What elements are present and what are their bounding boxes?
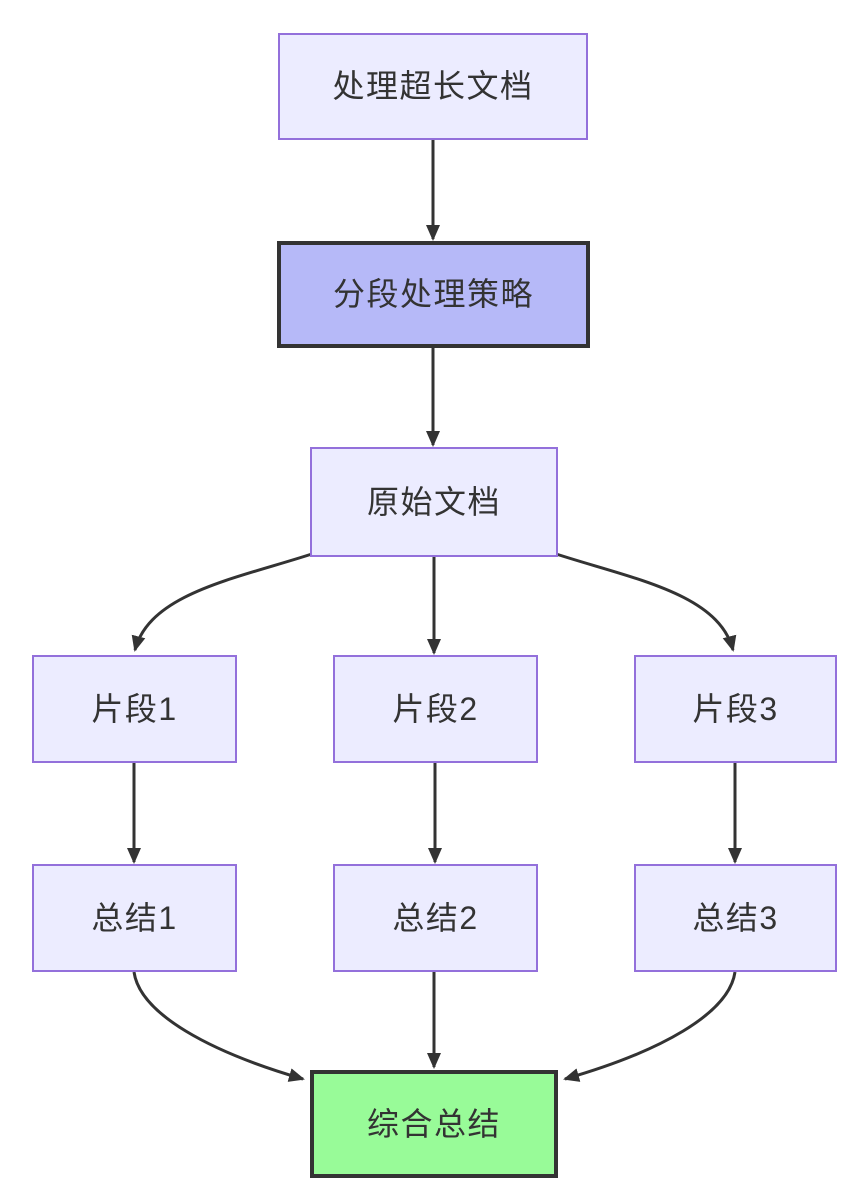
node-fragment-1: 片段1 — [32, 655, 237, 763]
node-process-long-document: 处理超长文档 — [278, 33, 588, 140]
edge-original-to-fragment1 — [131, 550, 319, 652]
node-combined-summary: 综合总结 — [310, 1070, 558, 1178]
edge-summary1-to-combined — [132, 971, 305, 1082]
node-summary-2: 总结2 — [333, 864, 538, 972]
node-fragment-3: 片段3 — [634, 655, 837, 763]
edge-original-to-fragment3 — [549, 550, 737, 652]
node-original-document: 原始文档 — [310, 447, 558, 557]
node-segmentation-strategy: 分段处理策略 — [277, 241, 590, 348]
node-fragment-2: 片段2 — [333, 655, 538, 763]
node-summary-3: 总结3 — [634, 864, 837, 972]
edge-summary3-to-combined — [563, 971, 737, 1082]
node-summary-1: 总结1 — [32, 864, 237, 972]
